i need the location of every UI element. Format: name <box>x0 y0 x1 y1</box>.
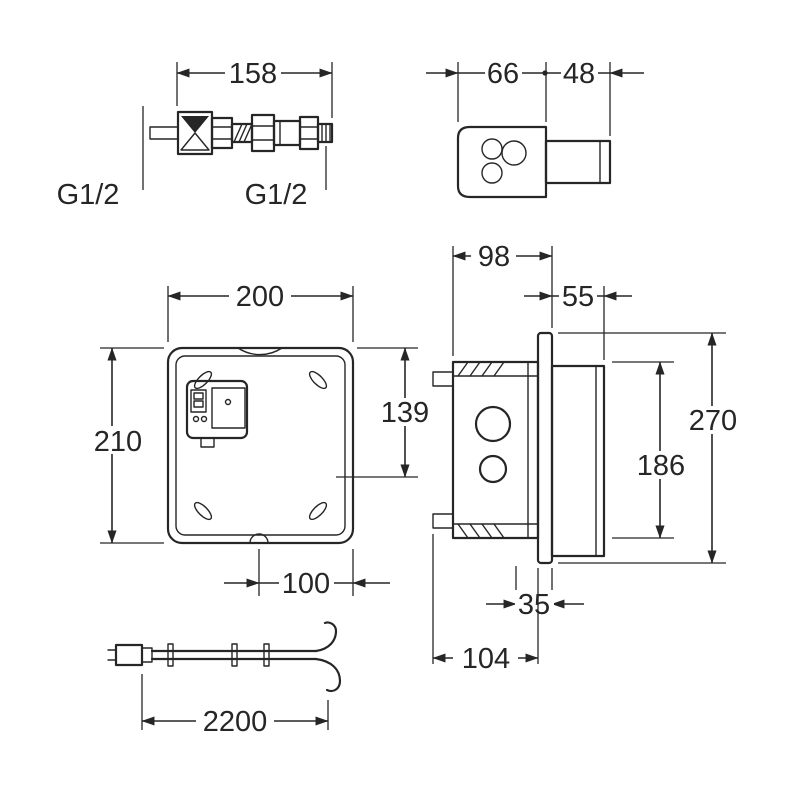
box-top-body <box>456 125 548 199</box>
dim-box-depth: 48 <box>563 58 595 90</box>
dim-front-offset: 35 <box>518 589 550 621</box>
dim-total-depth: 104 <box>462 643 510 675</box>
dim-side-depth: 98 <box>478 241 510 273</box>
side-knockout-circle <box>478 454 508 484</box>
side-knockout-circle <box>474 405 512 443</box>
union-nut <box>250 113 276 153</box>
rear-fixing-tab <box>432 513 454 529</box>
dim-cover-depth: 55 <box>562 281 594 313</box>
flange-plate <box>536 331 554 565</box>
cable-lines <box>150 649 318 661</box>
front-box-inner-rim <box>175 355 346 536</box>
knockout-circle <box>501 140 527 166</box>
dim-box-width: 66 <box>487 58 519 90</box>
inlet-stub <box>149 126 179 140</box>
box-top-spigot <box>544 139 612 185</box>
hex-nut <box>210 116 234 150</box>
end-hook-upper <box>314 621 338 653</box>
knockout-circle <box>481 162 503 184</box>
dim-component-offset: 139 <box>381 397 429 429</box>
dim-front-width: 200 <box>236 281 284 313</box>
bottom-outlet-notch <box>249 533 269 544</box>
dim-cable-length: 2200 <box>203 706 268 738</box>
knockout-circle <box>481 138 503 160</box>
solenoid-unit <box>185 379 249 448</box>
side-box-body <box>451 360 540 540</box>
connector-pins <box>107 649 117 661</box>
rough-in-box-front-view: 200 210 139 100 <box>85 281 434 600</box>
dim-box-height: 186 <box>637 450 685 482</box>
cable-gland <box>200 437 215 448</box>
cable-plug <box>114 643 144 667</box>
cover-frame <box>550 364 606 558</box>
thread-lines <box>321 123 331 143</box>
dim-outlet-offset: 100 <box>282 568 330 600</box>
dim-shared-tick <box>542 70 548 76</box>
valve-assembly-view: 158 G1/2 G1/2 <box>57 58 334 211</box>
valve-symbol-filled <box>181 116 209 133</box>
rear-fixing-tab <box>432 371 454 387</box>
rough-in-box-side-view: 98 55 270 186 35 104 <box>432 241 744 675</box>
connection-cable-view: 2200 <box>107 621 342 738</box>
dim-front-height: 210 <box>94 426 142 458</box>
dim-plate-height: 270 <box>689 405 737 437</box>
hex-nut-2 <box>298 115 320 151</box>
top-edge-recess <box>237 347 283 356</box>
thread-hatching <box>233 123 253 143</box>
dim-valve-length: 158 <box>229 58 277 90</box>
plug-collar <box>141 647 153 663</box>
rough-in-box-top-view: 66 48 <box>426 58 644 199</box>
threaded-end <box>316 122 334 144</box>
thread-label-right: G1/2 <box>245 179 308 211</box>
mounting-slots <box>193 370 328 521</box>
thread-label-left: G1/2 <box>57 179 120 211</box>
front-box-outline <box>166 346 355 545</box>
rail-hatching <box>457 361 505 539</box>
cable-ties <box>167 643 270 667</box>
connector-tube <box>272 119 302 147</box>
end-hook-lower <box>314 657 342 693</box>
valve-symbol-open <box>180 132 210 151</box>
